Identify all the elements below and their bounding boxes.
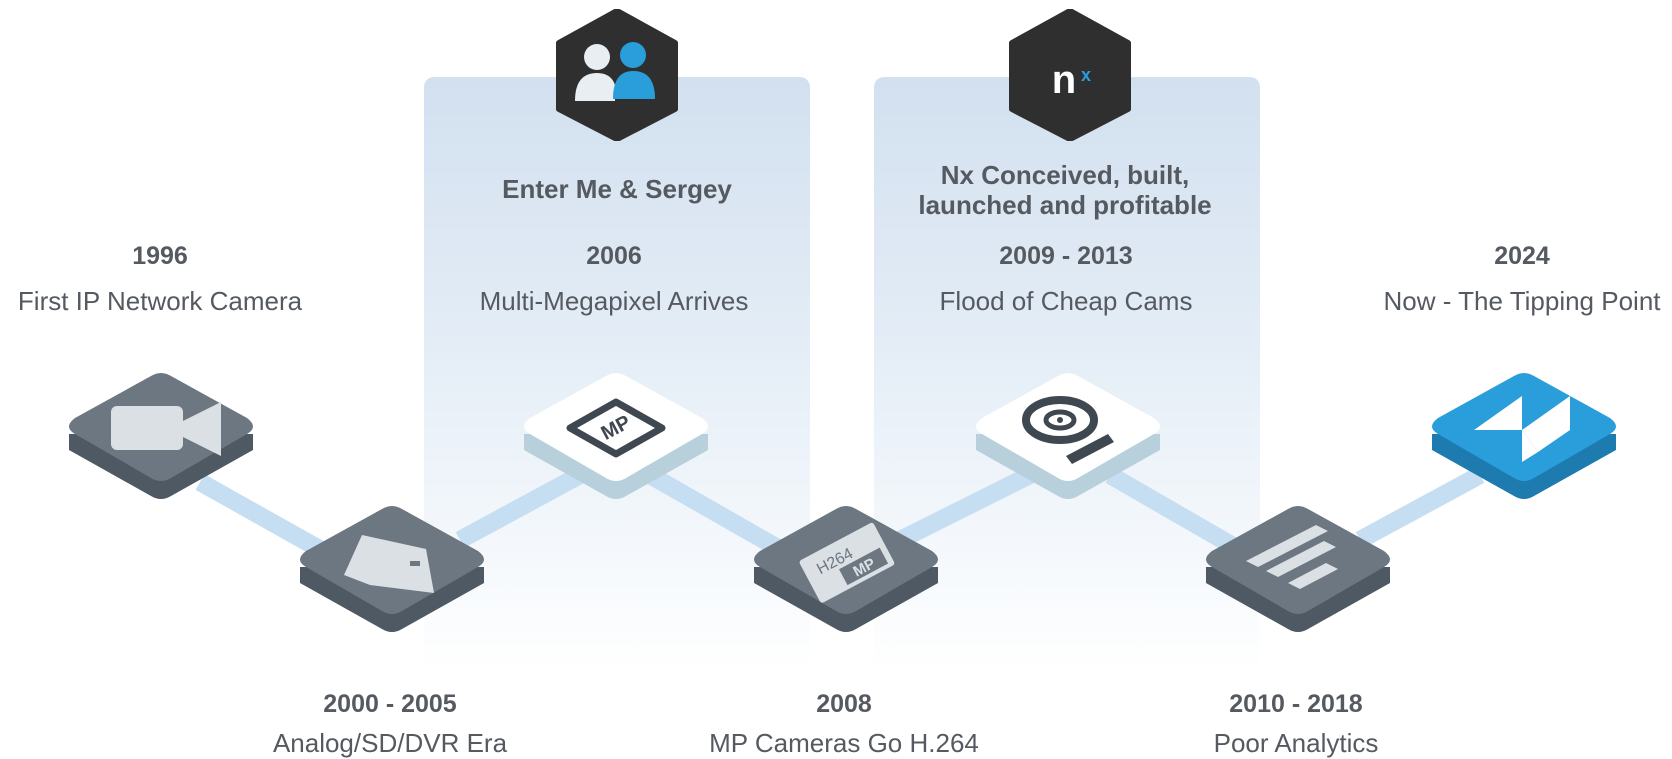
nx-logo-letter: n — [1052, 58, 1076, 102]
connector-1 — [195, 474, 335, 563]
year-2006: 2006 — [586, 242, 642, 270]
callout-nx-line1: Nx Conceived, built, — [940, 160, 1190, 190]
h264-icon: H264 MP — [799, 522, 895, 603]
year-2024: 2024 — [1494, 242, 1550, 270]
milestone-tile-2010 — [1192, 505, 1404, 659]
connector-4 — [895, 466, 1035, 549]
label-2000-2005: Analog/SD/DVR Era — [272, 728, 508, 758]
label-2009-2013: Flood of Cheap Cams — [939, 286, 1193, 316]
people-hex — [553, 8, 681, 142]
label-2006: Multi-Megapixel Arrives — [479, 286, 749, 316]
label-2024: Now - The Tipping Point — [1383, 286, 1661, 316]
connector-2 — [455, 467, 585, 548]
nx-logo-superscript: x — [1081, 65, 1091, 85]
nx-logo-icon: n x — [1052, 58, 1091, 102]
dvr-icon — [344, 535, 434, 593]
year-2000-2005: 2000 - 2005 — [323, 690, 457, 718]
milestone-tile-2024 — [1418, 372, 1630, 526]
label-1996: First IP Network Camera — [17, 286, 303, 316]
label-2008: MP Cameras Go H.264 — [709, 728, 979, 758]
connector-5 — [1105, 467, 1245, 558]
webcam-icon — [1022, 396, 1114, 464]
milestone-tile-2008: H264 MP — [740, 505, 952, 659]
connector-6 — [1355, 467, 1485, 548]
people-icon — [575, 42, 655, 101]
year-2008: 2008 — [816, 690, 872, 718]
analytics-bars-icon — [1246, 525, 1338, 589]
nx-logo-hex: n x — [1006, 8, 1134, 142]
milestone-tile-2006: MP — [510, 372, 722, 526]
year-2010-2018: 2010 - 2018 — [1229, 690, 1363, 718]
year-1996: 1996 — [132, 242, 188, 270]
callout-enter: Enter Me & Sergey — [502, 174, 732, 204]
milestone-tile-1996 — [55, 372, 267, 526]
video-camera-icon — [111, 402, 221, 456]
milestone-tile-2009 — [962, 372, 1174, 526]
callout-nx-line2: launched and profitable — [918, 190, 1212, 220]
connector-3 — [645, 467, 795, 563]
fast-forward-icon — [1474, 396, 1570, 462]
milestone-tile-2000 — [286, 505, 498, 659]
label-2010-2018: Poor Analytics — [1213, 728, 1379, 758]
year-2009-2013: 2009 - 2013 — [999, 242, 1133, 270]
callout-nx: Nx Conceived, built, launched and profit… — [865, 160, 1265, 220]
